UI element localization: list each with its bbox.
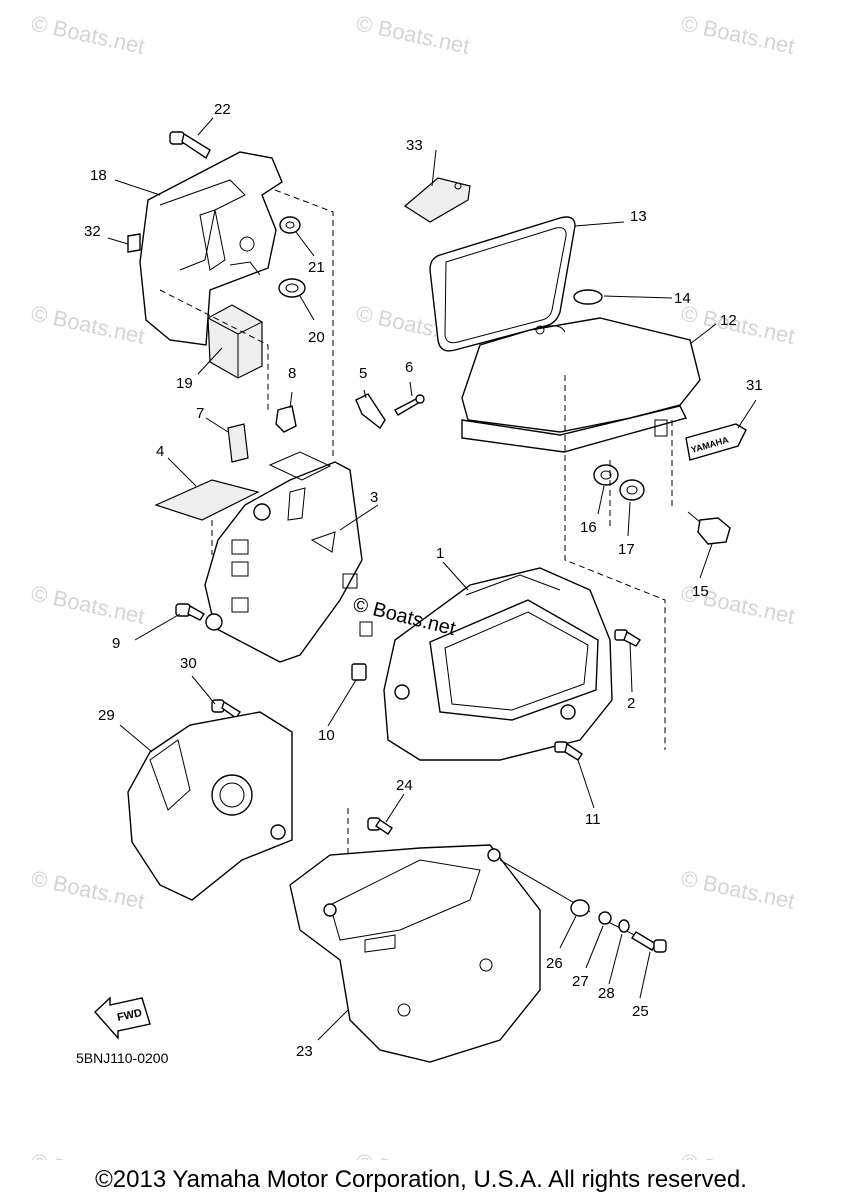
- callout-3: 3: [370, 489, 378, 506]
- part-4-sheet: [154, 479, 260, 521]
- callout-21: 21: [308, 259, 325, 276]
- part-16-nut: [593, 464, 619, 486]
- part-27-bushing: [598, 911, 612, 925]
- part-30-bolt: [211, 699, 241, 719]
- callout-8: 8: [288, 365, 296, 382]
- callout-7: 7: [196, 405, 204, 422]
- guide-line: [159, 289, 269, 410]
- watermark: © Boats.net: [354, 1148, 472, 1160]
- diagram-code: 5BNJ110-0200: [76, 1050, 169, 1066]
- part-11-bolt: [554, 741, 583, 761]
- callout-24: 24: [396, 777, 413, 794]
- part-32-emblem: [127, 233, 141, 253]
- callout-29: 29: [98, 707, 115, 724]
- watermark: © Boats.net: [679, 10, 797, 58]
- part-15-lock: [687, 511, 731, 545]
- callout-23: 23: [296, 1043, 313, 1060]
- callout-1: 1: [436, 545, 444, 562]
- watermark: © Boats.net: [29, 10, 147, 58]
- callout-30: 30: [180, 655, 197, 672]
- callout-10: 10: [318, 727, 335, 744]
- part-20-grommet: [278, 278, 306, 298]
- callout-6: 6: [405, 359, 413, 376]
- callout-26: 26: [546, 955, 563, 972]
- part-5-bracket: [355, 393, 386, 430]
- callout-18: 18: [90, 167, 107, 184]
- part-2-bolt: [614, 629, 641, 647]
- part-25-bolt: [631, 931, 667, 953]
- guide-line: [274, 189, 334, 460]
- copyright-notice: ©2013 Yamaha Motor Corporation, U.S.A. A…: [95, 1166, 747, 1193]
- part-33-clip: [403, 177, 471, 223]
- callout-33: 33: [406, 137, 423, 154]
- parts-diagram: © Boats.net © Boats.net © Boats.net © Bo…: [29, 10, 797, 1160]
- part-31-yamaha-decal: YAMAHA: [685, 423, 747, 461]
- fwd-label: FWD: [116, 1007, 143, 1024]
- callout-31: 31: [746, 377, 763, 394]
- part-28-washer: [618, 919, 630, 933]
- forward-arrow-icon: FWD: [94, 996, 151, 1040]
- guide-line: [564, 375, 666, 750]
- callout-28: 28: [598, 985, 615, 1002]
- part-13-panel: [429, 216, 576, 352]
- callout-12: 12: [720, 312, 737, 329]
- watermark: © Boats.net: [29, 865, 147, 913]
- callout-9: 9: [112, 635, 120, 652]
- callout-25: 25: [632, 1003, 649, 1020]
- watermark: © Boats.net: [679, 1148, 797, 1160]
- callout-32: 32: [84, 223, 101, 240]
- part-7-pad: [227, 423, 249, 463]
- callout-16: 16: [580, 519, 597, 536]
- callout-20: 20: [308, 329, 325, 346]
- watermark: © Boats.net: [679, 300, 797, 348]
- watermark: © Boats.net: [29, 1148, 147, 1160]
- callout-5: 5: [359, 365, 367, 382]
- part-22-bolt: [169, 131, 211, 160]
- part-19-pad: [207, 304, 263, 379]
- callout-22: 22: [214, 101, 231, 118]
- callout-4: 4: [156, 443, 164, 460]
- watermark: © Boats.net: [679, 865, 797, 913]
- part-18-side-cover: [139, 151, 283, 346]
- callout-14: 14: [674, 290, 691, 307]
- callout-27: 27: [572, 973, 589, 990]
- watermark: © Boats.net: [29, 580, 147, 628]
- part-29-cover: [127, 711, 293, 901]
- callout-15: 15: [692, 583, 709, 600]
- callout-17: 17: [618, 541, 635, 558]
- part-21-grommet: [279, 216, 301, 234]
- part-10-nut: [351, 663, 367, 681]
- part-8-clip: [275, 405, 297, 433]
- watermark: © Boats.net: [29, 300, 147, 348]
- callout-labels: 22 18 32 21 20 19 8 7 4 5 6 3 9 30 29 10…: [84, 101, 763, 1060]
- callout-13: 13: [630, 208, 647, 225]
- part-6-screw: [394, 394, 425, 416]
- watermark: © Boats.net: [354, 10, 472, 58]
- part-14-grommet: [573, 289, 603, 305]
- part-26-collar: [570, 899, 590, 917]
- callout-19: 19: [176, 375, 193, 392]
- part-12-side-cover: [461, 317, 701, 453]
- part-17-damper: [619, 479, 645, 501]
- callout-2: 2: [627, 695, 635, 712]
- part-23-crankcase-cover: [289, 844, 541, 1063]
- part-1-air-cleaner-case: [383, 567, 613, 761]
- part-3-battery-box: [204, 451, 373, 663]
- callout-11: 11: [585, 811, 601, 828]
- part-24-bolt: [367, 817, 393, 835]
- leader-lines: [107, 117, 757, 1041]
- part-9-bolt: [175, 603, 205, 621]
